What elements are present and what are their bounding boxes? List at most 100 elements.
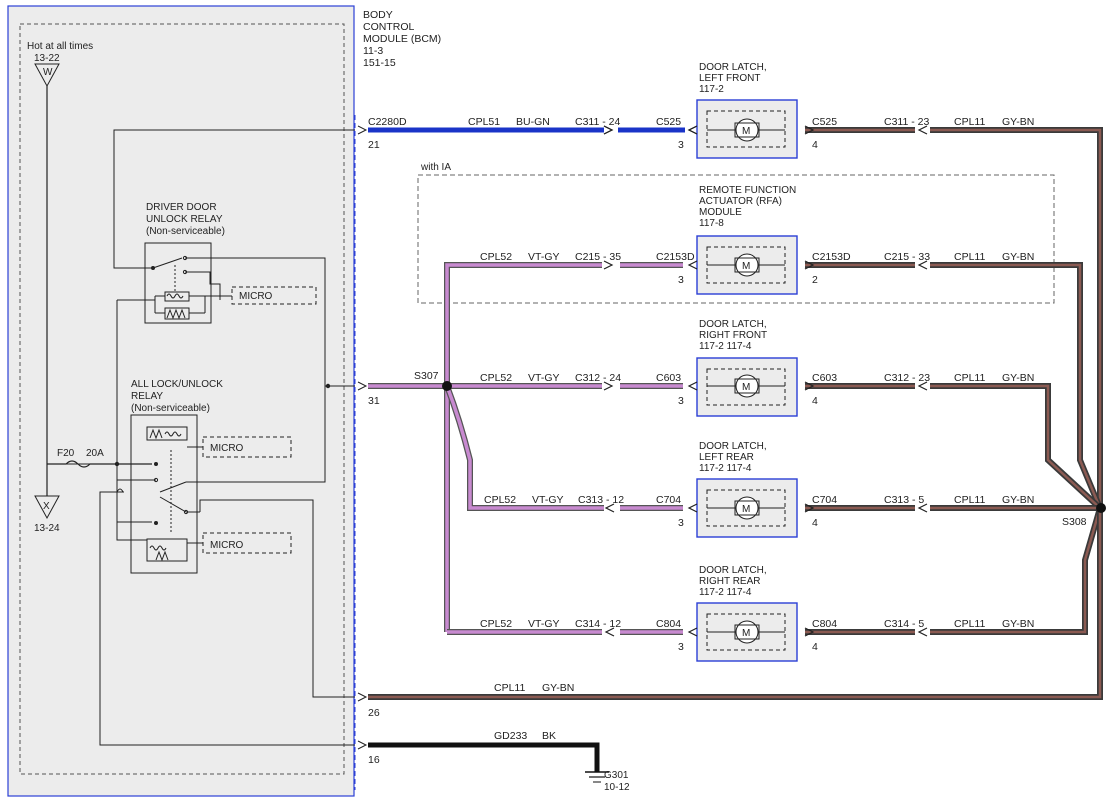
- component-name-line: 117-8: [699, 218, 724, 229]
- svg-text:DRIVER DOOR: DRIVER DOOR: [146, 202, 217, 213]
- right-connector-label: C704: [812, 494, 837, 506]
- left-wire-connector: C215 - 35: [575, 251, 621, 263]
- bcm-internal-wiring: [47, 129, 355, 746]
- left-connector-label: C603: [656, 372, 681, 384]
- left-connector-label: C704: [656, 494, 681, 506]
- c2280d-label: C2280D: [368, 116, 407, 128]
- g301-ref: 10-12: [604, 782, 630, 793]
- inline-connector-arrow: [917, 381, 928, 391]
- left-pin-label: 3: [678, 395, 684, 407]
- inline-connector-arrow: [603, 125, 614, 135]
- right-pin-label: 2: [812, 274, 818, 286]
- component-name-line: DOOR LATCH,: [699, 319, 767, 330]
- wire-name-cpl52: CPL52: [480, 618, 512, 630]
- component-name-line: DOOR LATCH,: [699, 62, 767, 73]
- s308-splice: [1096, 503, 1106, 513]
- left-wire-connector: C312 - 24: [575, 372, 621, 384]
- component-name-line: MODULE: [699, 207, 742, 218]
- wire-color-gybn: GY-BN: [1002, 618, 1034, 630]
- wire-name-cpl11: CPL11: [954, 618, 985, 630]
- component-name-line: 117-2 117-4: [699, 587, 752, 598]
- inline-connector-arrow: [917, 260, 928, 270]
- svg-text:CPL51: CPL51: [468, 116, 500, 128]
- motor-icon: [735, 118, 759, 142]
- component-name-line: 117-2: [699, 84, 724, 95]
- component-name-line: 117-2 117-4: [699, 341, 752, 352]
- s307-label: S307: [414, 370, 439, 382]
- inline-connector-arrow: [917, 627, 928, 637]
- component-name-line: LEFT FRONT: [699, 73, 760, 84]
- component-name-line: REMOTE FUNCTION: [699, 185, 796, 196]
- right-wire-connector: C314 - 5: [884, 618, 924, 630]
- connector-arrow: [687, 381, 698, 391]
- wire-cpl51: CPL51 BU-GN: [368, 116, 698, 135]
- wire-color-vtgy: VT-GY: [532, 494, 564, 506]
- motor-glyph: M: [742, 628, 750, 639]
- svg-text:(Non-serviceable): (Non-serviceable): [131, 403, 210, 414]
- component-inner-dashed: [706, 368, 786, 406]
- right-wire-connector: C312 - 23: [884, 372, 930, 384]
- component-name-line: LEFT REAR: [699, 452, 754, 463]
- all-lock-unlock-relay: ALL LOCK/UNLOCK RELAY (Non-serviceable): [130, 379, 223, 574]
- left-pin-label: 3: [678, 517, 684, 529]
- motor-icon: [735, 253, 759, 277]
- fuse-rating: 20A: [86, 448, 104, 459]
- wire-name-cpl11: CPL11: [954, 116, 985, 128]
- inline-connector-arrow: [603, 260, 614, 270]
- wire-name-cpl52: CPL52: [480, 372, 512, 384]
- pin-26: 26: [368, 707, 380, 719]
- right-wire-connector: C215 - 33: [884, 251, 930, 263]
- cpl11-bottom-label: CPL11: [494, 682, 525, 694]
- fuse-label: F20: [57, 448, 75, 459]
- right-wire-connector: C311 - 23: [884, 116, 929, 128]
- wire-name-cpl52: CPL52: [480, 251, 512, 263]
- s308-label: S308: [1062, 516, 1087, 528]
- right-pin-label: 4: [812, 641, 818, 653]
- wire-color-gybn: GY-BN: [1002, 251, 1034, 263]
- all-relay-micro-label-2: MICRO: [210, 540, 244, 551]
- svg-text:BODY: BODY: [363, 9, 393, 21]
- component-inner-dashed: [706, 110, 786, 148]
- motor-frame: [734, 378, 760, 394]
- ref-13-24: 13-24: [34, 523, 60, 534]
- motor-icon: [735, 374, 759, 398]
- left-pin-label: 3: [678, 274, 684, 286]
- component-name-line: DOOR LATCH,: [699, 441, 767, 452]
- wire-color-gybn: GY-BN: [1002, 116, 1034, 128]
- inline-connector-arrow: [917, 125, 928, 135]
- right-pin-label: 4: [812, 395, 818, 407]
- left-wire-connector: C313 - 12: [578, 494, 624, 506]
- power-triangle-w: [34, 63, 60, 88]
- with-ia-label: with IA: [420, 162, 451, 173]
- motor-frame: [734, 624, 760, 640]
- inline-connector-arrow: [603, 381, 614, 391]
- connector-arrow: [804, 381, 815, 391]
- right-pin-label: 4: [812, 517, 818, 529]
- wire-color-gybn: GY-BN: [1002, 372, 1034, 384]
- letter-w: W: [43, 67, 53, 78]
- motor-glyph: M: [742, 261, 750, 272]
- component-name-line: ACTUATOR (RFA): [699, 196, 782, 207]
- connector-arrow: [687, 503, 698, 513]
- connector-arrow: [804, 503, 815, 513]
- svg-text:BK: BK: [542, 730, 556, 742]
- right-connector-label: C804: [812, 618, 837, 630]
- motor-frame: [734, 122, 760, 138]
- svg-text:ALL LOCK/UNLOCK: ALL LOCK/UNLOCK: [131, 379, 223, 390]
- left-pin-label: 3: [678, 139, 684, 151]
- left-connector-label: C2153D: [656, 251, 695, 263]
- motor-icon: [735, 496, 759, 520]
- svg-text:UNLOCK RELAY: UNLOCK RELAY: [146, 214, 223, 225]
- connector-arrow: [804, 260, 815, 270]
- motor-frame: [734, 500, 760, 516]
- svg-text:MODULE (BCM): MODULE (BCM): [363, 33, 441, 45]
- component-name-line: DOOR LATCH,: [699, 565, 767, 576]
- wire-color-vtgy: VT-GY: [528, 251, 560, 263]
- connector-arrow: [687, 125, 698, 135]
- left-pin-label: 3: [678, 641, 684, 653]
- inline-connector-arrow: [604, 503, 615, 513]
- inline-connector-arrow: [917, 503, 928, 513]
- driver-relay-micro-label: MICRO: [239, 291, 273, 302]
- svg-text:CONTROL: CONTROL: [363, 21, 414, 33]
